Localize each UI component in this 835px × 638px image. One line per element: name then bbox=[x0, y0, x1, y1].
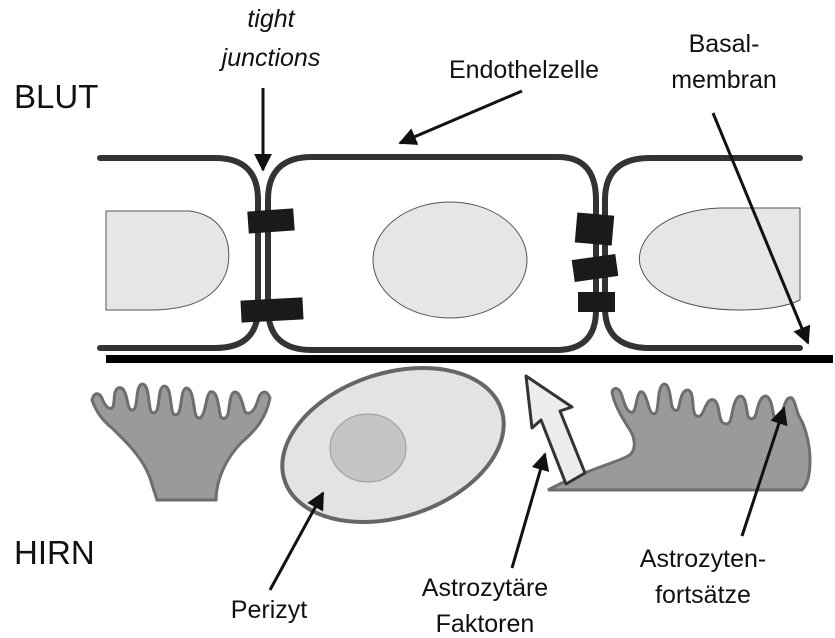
label-faktoren: Faktoren bbox=[436, 610, 535, 638]
perizyt-arrow bbox=[270, 493, 323, 590]
label-hirn: HIRN bbox=[14, 534, 95, 571]
faktoren-arrow bbox=[512, 454, 545, 568]
nucleus-left bbox=[106, 211, 229, 310]
label-astrozyten: Astrozyten- bbox=[640, 545, 766, 573]
astrocytic-factors-arrow bbox=[526, 376, 585, 484]
label-perizyt: Perizyt bbox=[231, 596, 307, 624]
junction-block bbox=[247, 208, 294, 233]
label-membran: membran bbox=[671, 66, 777, 94]
label-junctions: junctions bbox=[219, 44, 321, 72]
pericyte-nucleus bbox=[330, 414, 406, 482]
junction-block bbox=[575, 212, 614, 245]
nucleus-center bbox=[373, 202, 527, 318]
endothelzelle-arrow bbox=[400, 91, 522, 143]
junction-block bbox=[578, 292, 615, 312]
junction-block bbox=[572, 254, 619, 282]
astrocyte-right bbox=[548, 384, 810, 490]
label-blut: BLUT bbox=[14, 78, 98, 115]
astrocyte-left bbox=[92, 384, 270, 500]
label-tight: tight bbox=[247, 5, 295, 33]
label-endothelzelle: Endothelzelle bbox=[449, 56, 599, 84]
pericyte bbox=[262, 341, 523, 548]
label-astrozytaere: Astrozytäre bbox=[422, 574, 548, 602]
label-fortsaetze: fortsätze bbox=[655, 581, 751, 609]
nucleus-right bbox=[639, 208, 800, 310]
junction-block bbox=[240, 297, 303, 322]
label-basal: Basal- bbox=[689, 30, 760, 58]
